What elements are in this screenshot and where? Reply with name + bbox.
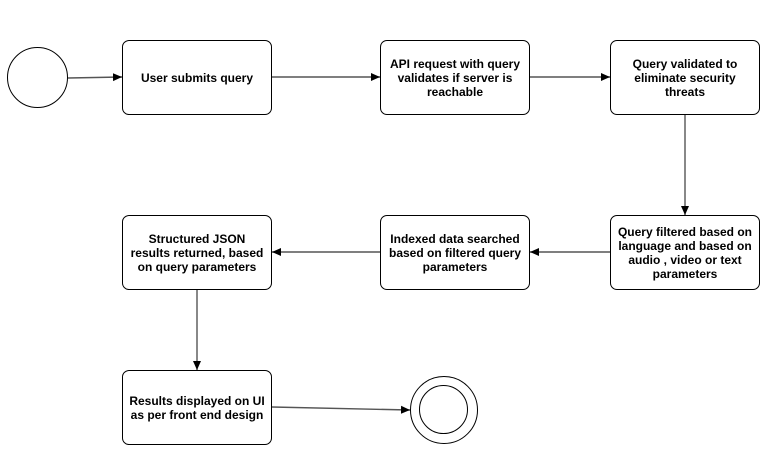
node-label: Structured JSON results returned, based … xyxy=(130,231,264,274)
end-node[interactable] xyxy=(410,376,478,444)
node-label: API request with query validates if serv… xyxy=(389,56,521,99)
node-query-filtered[interactable]: Query filtered based on language and bas… xyxy=(610,215,760,290)
node-label: Query validated to eliminate security th… xyxy=(632,56,738,99)
node-indexed-data-searched[interactable]: Indexed data searched based on filtered … xyxy=(380,215,530,290)
node-results-displayed[interactable]: Results displayed on UI as per front end… xyxy=(122,370,272,445)
end-node-inner-ring xyxy=(419,385,468,434)
node-label: Query filtered based on language and bas… xyxy=(617,224,753,281)
node-user-submits-query[interactable]: User submits query xyxy=(122,40,272,115)
node-query-validated[interactable]: Query validated to eliminate security th… xyxy=(610,40,760,115)
node-label: User submits query xyxy=(140,70,254,85)
node-label: Indexed data searched based on filtered … xyxy=(388,231,522,274)
start-node[interactable] xyxy=(7,47,68,108)
node-structured-json-results[interactable]: Structured JSON results returned, based … xyxy=(122,215,272,290)
arrow-start-to-submit[interactable] xyxy=(67,73,123,82)
arrow-display-to-end[interactable] xyxy=(271,405,411,414)
node-label: Results displayed on UI as per front end… xyxy=(129,393,265,422)
node-api-request[interactable]: API request with query validates if serv… xyxy=(380,40,530,115)
